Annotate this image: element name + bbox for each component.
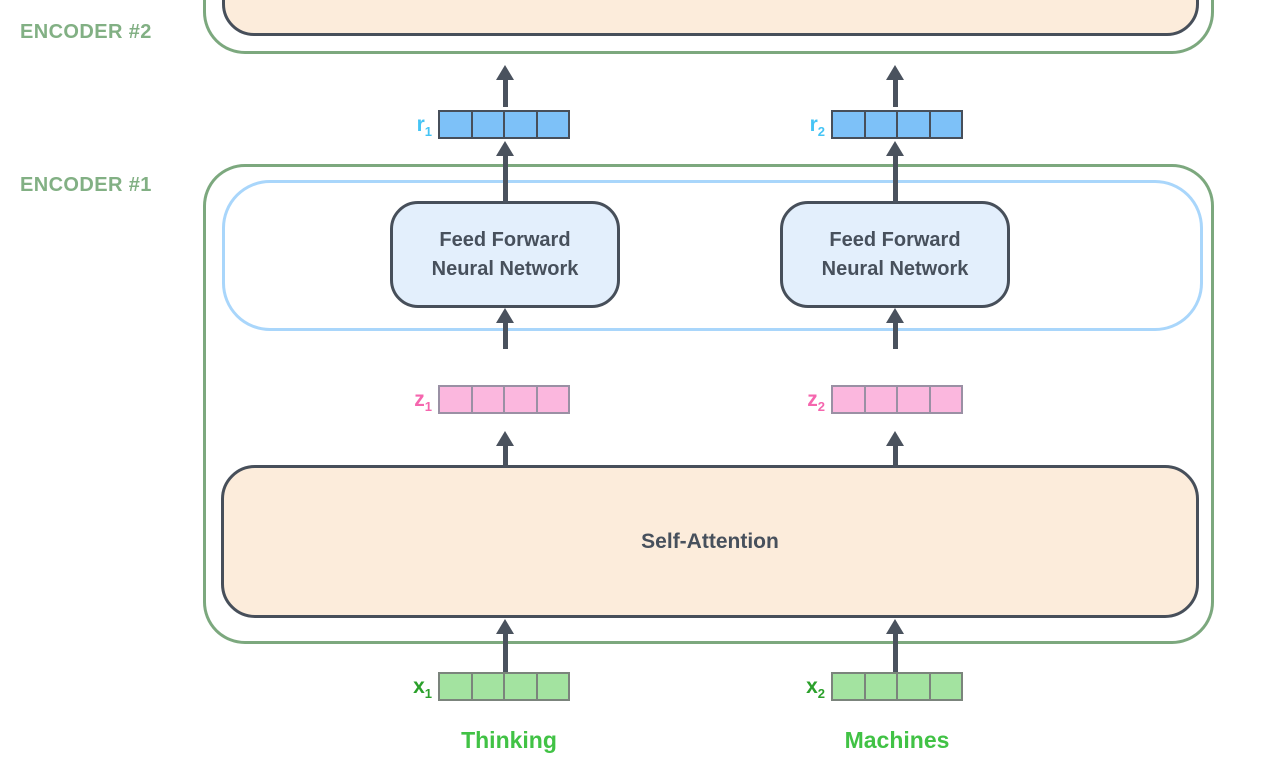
up-arrow-x1-to-selfattention [496, 619, 514, 672]
feed-forward-1-label-line2: Neural Network [431, 257, 579, 280]
vector-cell [896, 674, 929, 699]
up-arrow-ffnn1-to-r1 [496, 141, 514, 203]
arrow-head-icon [886, 65, 904, 80]
arrow-line [502, 320, 508, 349]
arrow-line [502, 153, 508, 203]
vector-cell [896, 387, 929, 412]
encoder-1-outline [203, 164, 1214, 644]
vector-cell [863, 674, 897, 699]
vector-cell [503, 387, 536, 412]
vector-cell [470, 674, 504, 699]
vector-cell [928, 112, 962, 137]
vector-cell [440, 674, 471, 699]
arrow-line [892, 443, 898, 468]
vector-cell [470, 112, 504, 137]
vector-cell [833, 112, 864, 137]
vector-label-z2: z2 [807, 388, 825, 415]
encoder-2-label: ENCODER #2 [20, 21, 152, 43]
up-arrow-r2-to-encoder2 [886, 65, 904, 107]
up-arrow-ffnn2-to-r2 [886, 141, 904, 203]
feed-forward-1-label-line1: Feed Forward [439, 228, 571, 251]
vector-cell [503, 112, 536, 137]
self-attention-box: Self-Attention [221, 465, 1199, 618]
vector-label-x1: x1 [413, 675, 432, 702]
vector-label-r1: r1 [416, 113, 432, 140]
up-arrow-selfattention-to-z1 [496, 431, 514, 468]
feed-forward-layer-outline [222, 180, 1203, 331]
arrow-line [892, 77, 898, 107]
vector-cell [440, 112, 471, 137]
up-arrow-selfattention-to-z2 [886, 431, 904, 468]
vector-label-r2: r2 [809, 113, 825, 140]
vector-cell [535, 387, 569, 412]
feed-forward-2-label-line1: Feed Forward [829, 228, 961, 251]
feed-forward-box-1: Feed Forward Neural Network [390, 201, 620, 308]
vector-cell [833, 674, 864, 699]
arrow-head-icon [886, 308, 904, 323]
arrow-line [892, 631, 898, 672]
arrow-head-icon [496, 619, 514, 634]
vector-z1 [438, 385, 570, 414]
vector-cell [833, 387, 864, 412]
input-word-machines: Machines [844, 727, 950, 753]
input-word-thinking: Thinking [461, 727, 557, 753]
arrow-line [892, 153, 898, 203]
arrow-line [502, 443, 508, 468]
arrow-head-icon [886, 431, 904, 446]
vector-cell [503, 674, 536, 699]
arrow-head-icon [886, 141, 904, 156]
arrow-head-icon [496, 308, 514, 323]
arrow-line [892, 320, 898, 349]
vector-z2 [831, 385, 963, 414]
arrow-line [502, 77, 508, 107]
arrow-head-icon [496, 65, 514, 80]
vector-cell [440, 387, 471, 412]
vector-cell [928, 674, 962, 699]
up-arrow-r1-to-encoder2 [496, 65, 514, 107]
arrow-head-icon [496, 431, 514, 446]
encoder-2-inner-block [222, 0, 1199, 36]
vector-cell [863, 112, 897, 137]
self-attention-label: Self-Attention [641, 529, 779, 553]
vector-x1 [438, 672, 570, 701]
up-arrow-z1-to-ffnn1 [496, 308, 514, 349]
feed-forward-2-label-line2: Neural Network [821, 257, 969, 280]
vector-cell [470, 387, 504, 412]
arrow-head-icon [496, 141, 514, 156]
vector-label-z1: z1 [414, 388, 432, 415]
vector-label-x2: x2 [806, 675, 825, 702]
arrow-head-icon [886, 619, 904, 634]
vector-r1 [438, 110, 570, 139]
vector-cell [896, 112, 929, 137]
encoder-1-label: ENCODER #1 [20, 174, 152, 196]
feed-forward-box-2: Feed Forward Neural Network [780, 201, 1010, 308]
vector-cell [535, 112, 569, 137]
up-arrow-x2-to-selfattention [886, 619, 904, 672]
vector-cell [535, 674, 569, 699]
vector-cell [863, 387, 897, 412]
vector-x2 [831, 672, 963, 701]
vector-r2 [831, 110, 963, 139]
arrow-line [502, 631, 508, 672]
up-arrow-z2-to-ffnn2 [886, 308, 904, 349]
vector-cell [928, 387, 962, 412]
